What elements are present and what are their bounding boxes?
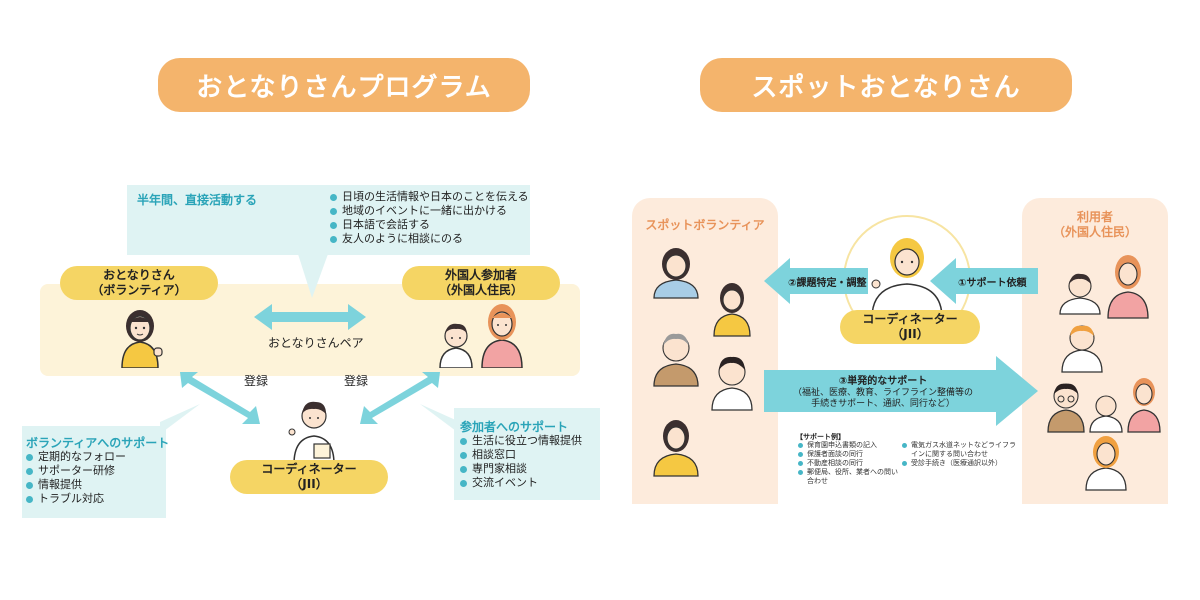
participant-pill-line1: 外国人参加者 — [444, 268, 517, 282]
participant-support-item: 交流イベント — [460, 476, 582, 490]
volunteer-pill: おとなりさん （ボランティア） — [60, 266, 218, 300]
spot-title: スポットおとなりさん — [700, 58, 1072, 112]
participant-support-list: 生活に役立つ情報提供 相談窓口 専門家相談 交流イベント — [460, 434, 582, 490]
support-request-label: ①サポート依頼 — [958, 278, 1027, 289]
support-request-arrow — [930, 258, 1038, 304]
users-label-line2: （外国人住民） — [1052, 225, 1137, 239]
volunteer-support-list: 定期的なフォロー サポーター研修 情報提供 トラブル対応 — [26, 450, 126, 506]
register-left-label: 登録 — [244, 374, 269, 388]
volunteer-support-heading: ボランティアへのサポート — [26, 436, 170, 450]
pair-double-arrow — [254, 304, 366, 330]
single-support-text: ③単発的なサポート （福祉、医療、教育、ライフライン整備等の 手続きサポート、通… — [770, 376, 996, 410]
activity-heading: 半年間、直接活動する — [137, 193, 258, 207]
users-illustration — [1047, 255, 1161, 491]
volunteer-pill-line2: （ボランティア） — [91, 283, 187, 297]
users-label: 利用者 （外国人住民） — [1022, 210, 1168, 240]
participant-support-box — [454, 408, 600, 500]
volunteer-support-item: 情報提供 — [26, 478, 126, 492]
coordinator-pill-line2: （JII） — [290, 477, 328, 491]
single-support-line2: 手続きサポート、通訳、同行など） — [811, 399, 955, 409]
participant-pill: 外国人参加者 （外国人住民） — [402, 266, 560, 300]
example-item: 電気ガス水道ネットなどライフラインに関する問い合わせ — [902, 441, 1018, 459]
volunteer-support-item: トラブル対応 — [26, 492, 126, 506]
volunteer-register-arrow — [180, 372, 260, 424]
volunteer-support-item: サポーター研修 — [26, 464, 126, 478]
coordinator-pill-line1: コーディネーター — [261, 462, 357, 476]
volunteer-support-box — [22, 426, 166, 518]
volunteer-support-pointer — [160, 404, 200, 434]
activity-list: 日頃の生活情報や日本のことを伝える 地域のイベントに一緒に出かける 日本語で会話… — [330, 190, 529, 246]
example-item: 保護者面談の同行 — [798, 450, 898, 459]
activity-item: 友人のように相談にのる — [330, 232, 529, 246]
participants-illustration — [439, 304, 523, 368]
participant-support-item: 相談窓口 — [460, 448, 582, 462]
volunteer-woman-illustration — [121, 310, 163, 368]
spot-volunteer-column — [632, 198, 778, 504]
single-support-arrow — [764, 356, 1038, 426]
example-item: 保育園申込書類の記入 — [798, 441, 898, 450]
participant-support-item: 生活に役立つ情報提供 — [460, 434, 582, 448]
participant-pill-line2: （外国人住民） — [438, 283, 523, 297]
issue-identify-label: ②課題特定・調整 — [788, 278, 867, 289]
participant-support-heading: 参加者へのサポート — [460, 420, 569, 434]
examples-heading: 【サポート例】 — [796, 433, 845, 441]
example-item: 受診手続き（医療通訳以外） — [902, 459, 1018, 468]
participant-register-arrow — [360, 372, 440, 424]
example-item: 郵便局、役所、業者への問い合わせ — [798, 468, 898, 486]
coordinator-pill: コーディネーター （JII） — [230, 460, 388, 494]
info-box-pointer — [298, 254, 328, 298]
issue-identify-arrow — [764, 258, 868, 304]
users-label-line1: 利用者 — [1076, 210, 1113, 224]
pair-label: おとなりさんペア — [268, 336, 364, 350]
activity-item: 日頃の生活情報や日本のことを伝える — [330, 190, 529, 204]
spot-coordinator-pill-line1: コーディネーター — [862, 312, 958, 326]
volunteer-pill-line1: おとなりさん — [103, 268, 175, 282]
spot-volunteer-label: スポットボランティア — [645, 218, 765, 232]
example-item: 不動産相談の同行 — [798, 459, 898, 468]
examples-list-2: 電気ガス水道ネットなどライフラインに関する問い合わせ 受診手続き（医療通訳以外） — [902, 441, 1018, 468]
single-support-heading: ③単発的なサポート — [838, 376, 928, 387]
single-support-line1: （福祉、医療、教育、ライフライン整備等の — [792, 388, 973, 398]
activity-info-box — [127, 185, 530, 255]
coordinator-man-illustration — [288, 401, 335, 464]
examples-list-1: 保育園申込書類の記入 保護者面談の同行 不動産相談の同行 郵便局、役所、業者への… — [798, 441, 898, 486]
spot-volunteers-illustration — [653, 248, 753, 477]
volunteer-support-item: 定期的なフォロー — [26, 450, 126, 464]
participant-support-pointer — [420, 404, 460, 434]
program-title: おとなりさんプログラム — [158, 58, 530, 112]
activity-item: 地域のイベントに一緒に出かける — [330, 204, 529, 218]
activity-item: 日本語で会話する — [330, 218, 529, 232]
spot-coordinator-pill-line2: （JII） — [891, 327, 929, 341]
register-right-label: 登録 — [344, 374, 369, 388]
participant-support-item: 専門家相談 — [460, 462, 582, 476]
spot-coordinator-pill: コーディネーター （JII） — [840, 310, 980, 344]
